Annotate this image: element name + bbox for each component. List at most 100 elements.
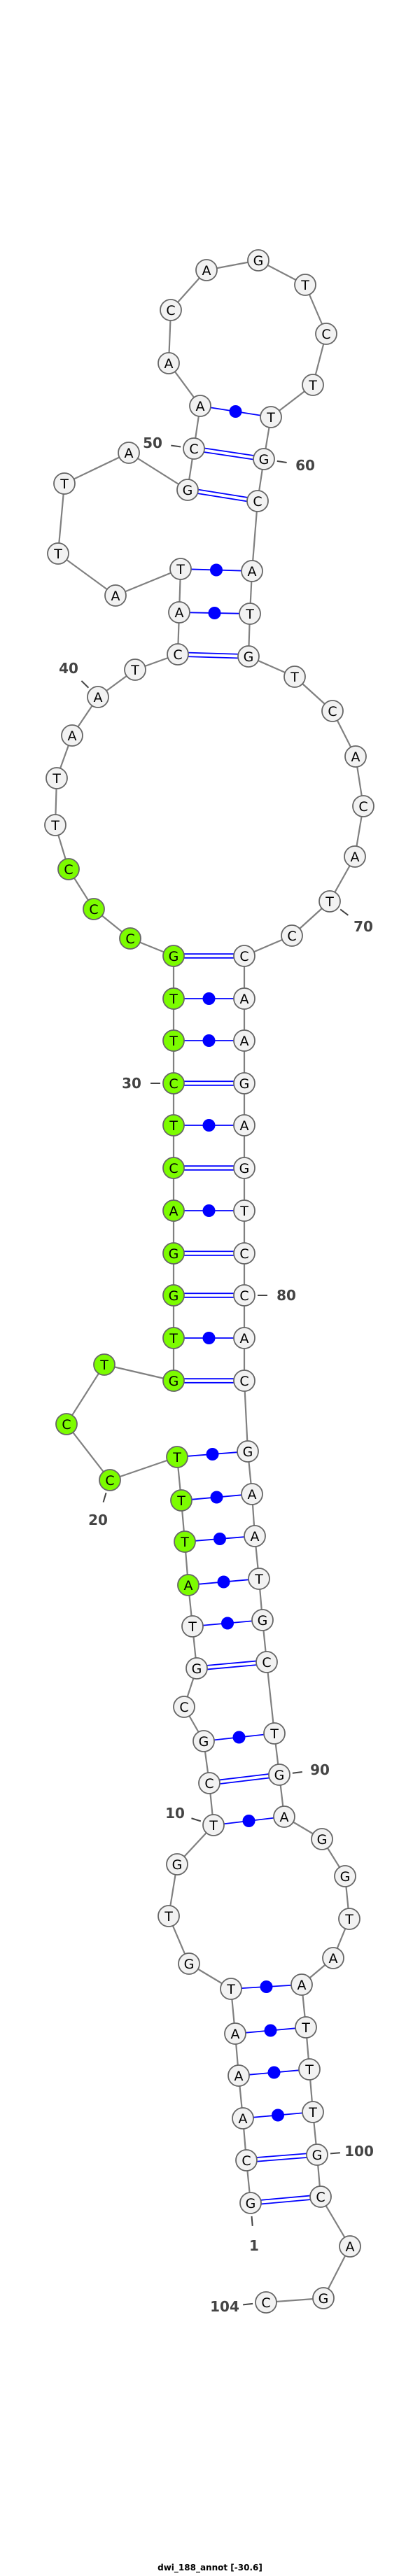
nucleotide-letter: A (231, 2027, 240, 2042)
nucleotide-letter: T (290, 670, 299, 685)
nucleotide (183, 437, 205, 460)
nucleotide-letter: T (53, 547, 62, 562)
nucleotide-letter: G (318, 2291, 329, 2307)
nucleotide-letter: T (266, 410, 275, 425)
position-tick (102, 1492, 107, 1502)
position-tick (191, 1817, 202, 1822)
backbone-link (243, 1380, 249, 1452)
nucleotide-letter: A (248, 1487, 257, 1502)
backbone-link (64, 452, 130, 484)
nucleotide-highlighted (162, 1029, 185, 1052)
backbone-link (57, 483, 66, 554)
nucleotide (239, 2192, 262, 2214)
nucleotide-letter: T (169, 1331, 178, 1346)
backbone-link (115, 568, 181, 597)
nucleotide-letter: A (94, 690, 103, 705)
nucleotide-letter: A (202, 263, 211, 279)
nucleotide-letter: G (259, 452, 270, 467)
nucleotide (338, 1908, 360, 1930)
nucleotide-letter: A (346, 2239, 355, 2255)
backbone-link (128, 452, 188, 491)
nucleotide (233, 1370, 255, 1392)
nucleotide-letter: T (169, 992, 178, 1007)
gc-pair-line (204, 447, 254, 456)
nucleotide-letter: A (240, 1118, 249, 1134)
nucleotide (290, 1973, 313, 1996)
nucleotide-letter: C (239, 1288, 248, 1304)
gc-pair-line (188, 652, 239, 655)
pair-dot (221, 1617, 234, 1630)
nucleotide (44, 814, 66, 836)
position-label: 70 (354, 918, 373, 935)
gc-pair-line (219, 1773, 269, 1781)
nucleotide (309, 2186, 332, 2208)
nucleotide-letter: T (239, 1204, 248, 1219)
nucleotide-letter: A (298, 1978, 307, 1993)
position-tick (171, 444, 181, 448)
nucleotide-highlighted (162, 1327, 185, 1349)
pair-dot (202, 1204, 216, 1217)
nucleotide-highlighted (162, 1072, 185, 1095)
pair-dot (272, 2109, 284, 2122)
nucleotide (233, 1199, 255, 1222)
gc-pair-line (220, 1777, 270, 1785)
nucleotide (233, 945, 255, 967)
nucleotide-letter: C (166, 303, 175, 318)
gc-pair-line (206, 1660, 256, 1666)
pair-dot (242, 1815, 255, 1827)
nucleotide-letter: A (240, 1034, 249, 1049)
nucleotide-letter: A (240, 1331, 249, 1346)
nucleotide (233, 1029, 255, 1052)
nucleotide-letter: C (321, 327, 330, 342)
nucleotide-letter: G (183, 483, 193, 498)
pair-dot (264, 2024, 277, 2037)
nucleotide-letter: C (239, 1374, 248, 1389)
nucleotide (344, 745, 367, 768)
nucleotide (227, 2064, 250, 2087)
gc-pair-line (257, 2157, 307, 2162)
nucleotide (233, 1242, 255, 1265)
nucleotide-letter: A (248, 564, 257, 579)
nucleotide-letter: A (351, 749, 360, 765)
nucleotide (104, 584, 127, 607)
nucleotide (339, 2235, 361, 2258)
nucleotide (233, 1072, 255, 1095)
nucleotide-letter: C (204, 1776, 214, 1792)
nucleotide-letter: C (173, 647, 182, 663)
nucleotide-letter: C (239, 1246, 248, 1262)
nucleotide-letter: A (234, 2069, 244, 2084)
nucleotide (295, 2016, 317, 2039)
nucleotide-letter: G (239, 1076, 250, 1092)
nucleotide-letter: G (317, 1832, 328, 1847)
nucleotide-letter: G (169, 1288, 179, 1304)
nucleotide (61, 724, 83, 747)
pair-dot (208, 607, 221, 619)
gc-pair-line (261, 2199, 311, 2205)
nucleotide-highlighted (119, 927, 141, 950)
nucleotide (302, 2101, 324, 2123)
nucleotide-letter: C (89, 902, 98, 917)
backbone-link (104, 1363, 174, 1382)
nucleotide-letter: A (125, 446, 134, 461)
nucleotide-letter: G (258, 1613, 268, 1628)
nucleotide (260, 406, 282, 428)
gc-pair-line (197, 493, 247, 502)
pair-dot (267, 2066, 281, 2079)
nucleotide-letter: A (329, 1951, 338, 1966)
nucleotide (334, 1865, 356, 1887)
backbone-link (66, 1423, 111, 1481)
nucleotide (158, 352, 180, 374)
nucleotide-letter: A (175, 605, 184, 621)
nucleotide-letter: G (172, 1857, 183, 1873)
nucleotide (237, 1440, 259, 1463)
nucleotide-letter: T (188, 1619, 197, 1635)
position-label: 80 (276, 1287, 296, 1304)
nucleotide-letter: G (199, 1734, 209, 1750)
pair-dot (202, 992, 216, 1005)
nucleotide-letter: T (308, 2105, 317, 2120)
position-label: 10 (165, 1805, 185, 1822)
nucleotide (247, 249, 270, 272)
structure-title: dwi_188_annot [-30.6] (158, 2563, 262, 2573)
gc-pair-line (260, 2195, 310, 2201)
nucleotide-highlighted (162, 1157, 185, 1179)
